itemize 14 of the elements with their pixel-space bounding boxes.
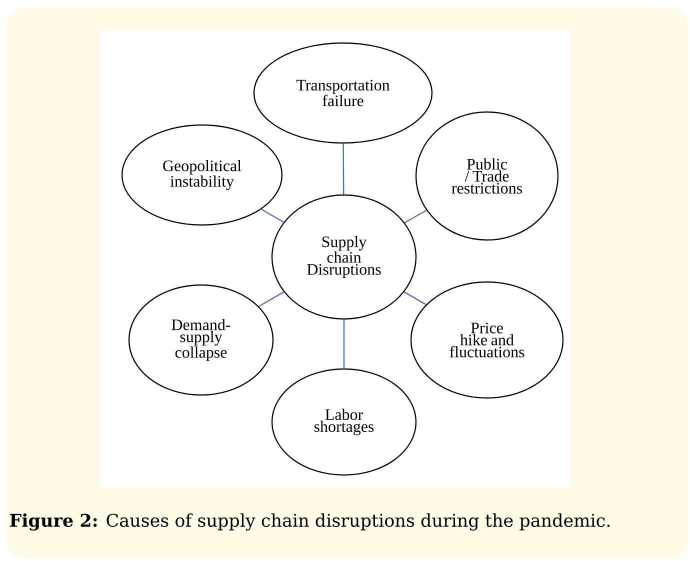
figure-caption: Figure 2: Causes of supply chain disruptions during the pandemic. <box>10 513 610 531</box>
ellipse-node: Supply chain Disruptions <box>271 194 417 320</box>
ellipse-node: Transportation failure <box>253 42 433 144</box>
connector-line <box>404 210 427 224</box>
ellipse-node: Demand-supply collapse <box>128 284 274 396</box>
connector-line <box>404 291 426 306</box>
ellipse-node: Geopolitical instability <box>121 124 283 226</box>
connector-line <box>261 208 284 223</box>
connector-line <box>342 144 344 194</box>
ellipse-node: Public / Trade restrictions <box>415 111 559 241</box>
connector-line <box>258 291 284 307</box>
connector-line <box>343 320 345 368</box>
ellipse-node: Labor shortages <box>271 368 417 476</box>
ellipse-node: Price hike and fluctuations <box>410 281 564 399</box>
